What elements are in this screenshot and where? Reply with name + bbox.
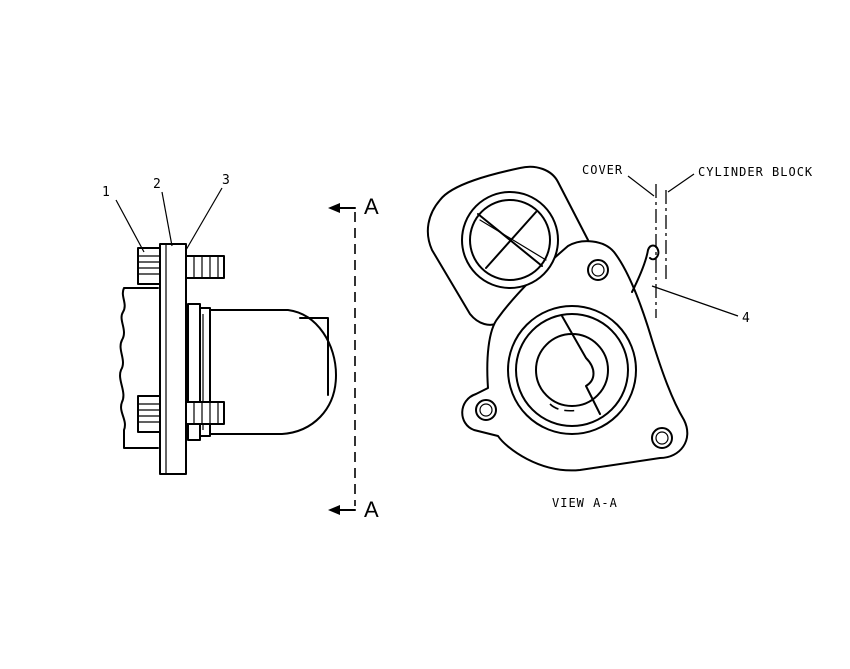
section-arrow-top	[328, 203, 340, 213]
bolt-head-bottom	[137, 395, 161, 433]
stud-top	[185, 255, 225, 279]
bolt-head-top-knurl	[138, 255, 160, 275]
mount-hole-right-inner	[655, 431, 669, 445]
bolt-head-top	[137, 247, 161, 285]
hidden-line	[549, 403, 581, 412]
mount-hole-left	[475, 399, 497, 421]
leader-2	[161, 191, 173, 247]
section-letter-bottom: A	[364, 497, 379, 522]
thermostat-element	[561, 315, 601, 415]
mount-hole-right	[651, 427, 673, 449]
housing-neck	[299, 317, 329, 396]
callout-1: 1	[102, 185, 110, 200]
label-cover: COVER	[582, 163, 623, 177]
outlet-vanes	[477, 211, 547, 269]
section-arrow-bottom	[328, 505, 340, 515]
section-letter-top: A	[364, 194, 379, 219]
block-wall	[119, 287, 159, 449]
section-line: A A	[328, 194, 379, 522]
callout-4: 4	[742, 311, 750, 326]
bore-ring	[515, 313, 629, 427]
stud-bottom	[185, 401, 225, 425]
mount-hole-top	[587, 259, 609, 281]
leader-1	[115, 199, 145, 253]
stud-bottom-thread	[193, 402, 219, 424]
mount-hole-left-inner	[479, 403, 493, 417]
callout-2: 2	[153, 177, 161, 192]
callout-3: 3	[222, 173, 230, 188]
leader-4	[651, 285, 739, 317]
side-view: 1 2 3	[102, 173, 337, 475]
flange-plate	[159, 243, 187, 475]
leader-cylinder-block	[667, 173, 695, 193]
bolt-head-bottom-knurl	[138, 403, 160, 423]
stud-top-thread	[193, 256, 219, 278]
bore-outer	[507, 305, 637, 435]
mount-hole-top-inner	[591, 263, 605, 277]
label-cylinder-block: CYLINDER BLOCK	[698, 165, 813, 179]
view-caption: VIEW A-A	[552, 496, 618, 510]
leader-cover	[627, 175, 655, 197]
view-a-a: COVER CYLINDER BLOCK 4 VIEW A-A	[426, 163, 813, 510]
outlet-ring-inner	[469, 199, 551, 281]
seal-lip	[631, 244, 660, 293]
leader-3	[185, 187, 223, 251]
